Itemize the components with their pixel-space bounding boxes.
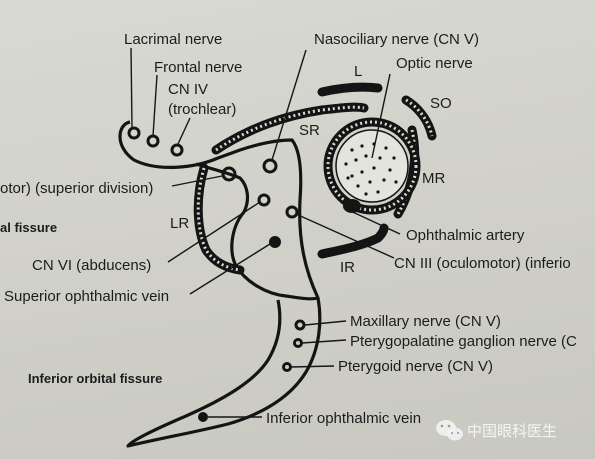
- label-inferior-ophthalmic-vein: Inferior ophthalmic vein: [266, 410, 421, 427]
- muscle-sr: [211, 102, 369, 155]
- label-cn6: CN VI (abducens): [32, 257, 151, 274]
- muscle-so: [401, 95, 437, 141]
- label-superior-ophthalmic-vein: Superior ophthalmic vein: [4, 288, 169, 305]
- label-frontal-nerve: Frontal nerve: [154, 59, 242, 76]
- label-pterygopalatine-ganglion-nerve: Pterygopalatine ganglion nerve (C: [350, 333, 577, 350]
- pterygopalatine-ring: [293, 338, 303, 348]
- frontal-nerve-ring: [146, 134, 160, 148]
- label-sr: SR: [299, 122, 320, 139]
- label-ophthalmic-artery: Ophthalmic artery: [406, 227, 525, 244]
- watermark: 中国眼科医生: [436, 420, 557, 441]
- label-inferior-orbital-fissure: Inferior orbital fissure: [28, 371, 162, 386]
- label-maxillary-nerve: Maxillary nerve (CN V): [350, 313, 501, 330]
- label-lr: LR: [170, 215, 189, 232]
- pterygoid-ring: [282, 362, 292, 372]
- cn3-inferior-ring: [285, 205, 299, 219]
- cn6-ring: [257, 193, 271, 207]
- inferior-orbital-fissure-outline: [126, 297, 322, 448]
- superior-orbital-fissure-outline: [118, 120, 320, 301]
- muscle-lr: [193, 163, 245, 275]
- label-cn4: CN IV: [168, 81, 208, 98]
- label-so: SO: [430, 95, 452, 112]
- label-cn3-superior: otor) (superior division): [0, 180, 153, 197]
- wechat-icon: [436, 420, 463, 441]
- cn3-superior-ring: [221, 166, 237, 182]
- muscle-l: [317, 82, 383, 97]
- cn4-ring: [170, 143, 184, 157]
- lacrimal-nerve-ring: [127, 126, 141, 140]
- label-superior-orbital-fissure: al fissure: [0, 220, 57, 235]
- label-ir: IR: [340, 259, 355, 276]
- sup-oph-vein-dot: [269, 236, 281, 248]
- label-optic-nerve: Optic nerve: [396, 55, 473, 72]
- optic-nerve: [323, 117, 421, 215]
- label-trochlear: (trochlear): [168, 101, 236, 118]
- inf-oph-vein-dot: [198, 412, 208, 422]
- watermark-text: 中国眼科医生: [467, 422, 557, 440]
- leader-lines: [130, 47, 401, 418]
- label-l: L: [354, 63, 362, 80]
- maxillary-ring: [294, 319, 306, 331]
- label-pterygoid-nerve: Pterygoid nerve (CN V): [338, 358, 493, 375]
- label-lacrimal-nerve: Lacrimal nerve: [124, 31, 222, 48]
- muscle-ir: [317, 223, 389, 259]
- ophthalmic-artery-dot: [343, 199, 361, 213]
- nasociliary-ring: [262, 158, 278, 174]
- label-mr: MR: [422, 170, 445, 187]
- label-nasociliary-nerve: Nasociliary nerve (CN V): [314, 31, 479, 48]
- label-cn3-inferior: CN III (oculomotor) (inferio: [394, 255, 571, 272]
